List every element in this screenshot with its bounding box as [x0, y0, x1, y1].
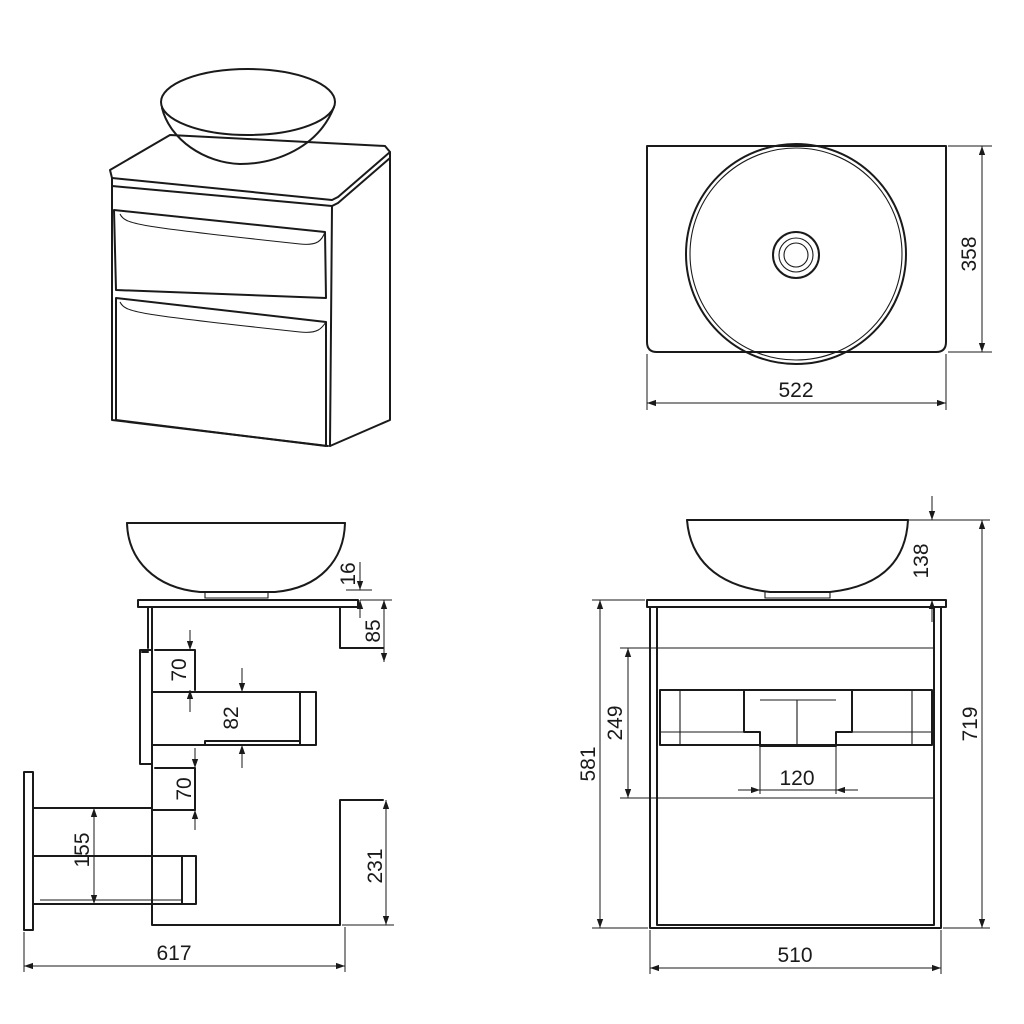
dim-siphon-spacing: 120 — [779, 767, 814, 790]
side-view: 16 85 70 82 70 155 231 617 — [23, 522, 394, 972]
dim-drawer-lower-front: 70 — [173, 777, 196, 800]
dim-drawer-upper-front: 70 — [168, 658, 191, 681]
top-view: 358 522 — [646, 143, 992, 410]
dim-basin-height-side: 16 — [337, 562, 360, 585]
dim-cabinet-width: 510 — [777, 944, 812, 967]
dim-cabinet-lower-height: 231 — [364, 848, 387, 883]
dim-overall-height: 719 — [959, 706, 982, 741]
dim-drawer-opening: 249 — [604, 705, 627, 740]
dim-drawer-lower-depth: 155 — [71, 832, 94, 867]
dim-basin-height-front: 138 — [910, 543, 933, 578]
dim-top-width: 522 — [778, 379, 813, 402]
dim-cabinet-height: 581 — [577, 746, 600, 781]
isometric-view — [109, 68, 391, 447]
dim-overall-depth: 617 — [156, 942, 191, 965]
front-view: 138 719 581 249 120 510 — [577, 496, 990, 974]
dim-top-depth: 358 — [958, 236, 981, 271]
dim-drawer-upper-depth: 82 — [220, 706, 243, 729]
dim-top-thickness: 85 — [362, 619, 385, 642]
